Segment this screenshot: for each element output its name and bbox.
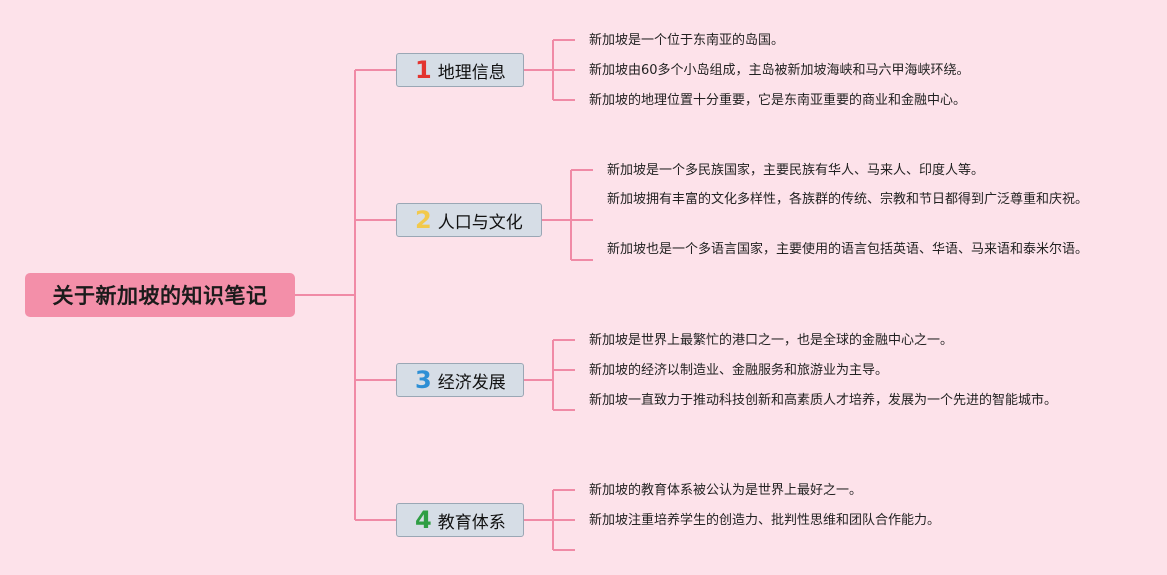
- leaf-node[interactable]: 新加坡是世界上最繁忙的港口之一，也是全球的金融中心之一。: [589, 333, 954, 348]
- leaf-node[interactable]: 新加坡由60多个小岛组成，主岛被新加坡海峡和马六甲海峡环绕。: [589, 63, 970, 78]
- topic-node-education[interactable]: 4 教育体系: [396, 503, 524, 537]
- leaf-node[interactable]: 新加坡一直致力于推动科技创新和高素质人才培养，发展为一个先进的智能城市。: [589, 393, 1058, 408]
- number-4-icon: 4: [415, 506, 432, 534]
- leaf-node[interactable]: 新加坡是一个位于东南亚的岛国。: [589, 33, 785, 48]
- leaf-node[interactable]: 新加坡拥有丰富的文化多样性，各族群的传统、宗教和节日都得到广泛尊重和庆祝。: [607, 192, 1089, 207]
- topic-label: 人口与文化: [437, 212, 523, 233]
- topic-node-geography[interactable]: 1 地理信息: [396, 53, 524, 87]
- root-title: 关于新加坡的知识笔记: [52, 284, 268, 308]
- topic-node-population-culture[interactable]: 2 人口与文化: [396, 203, 542, 237]
- leaf-node[interactable]: 新加坡也是一个多语言国家，主要使用的语言包括英语、华语、马来语和泰米尔语。: [607, 242, 1089, 257]
- topic-node-economy[interactable]: 3 经济发展: [396, 363, 524, 397]
- leaf-node[interactable]: 新加坡的经济以制造业、金融服务和旅游业为主导。: [589, 363, 889, 378]
- number-2-icon: 2: [415, 206, 432, 234]
- root-node[interactable]: 关于新加坡的知识笔记: [25, 273, 295, 317]
- number-1-icon: 1: [415, 56, 432, 84]
- leaf-node[interactable]: 新加坡是一个多民族国家，主要民族有华人、马来人、印度人等。: [607, 163, 985, 178]
- leaf-node[interactable]: 新加坡注重培养学生的创造力、批判性思维和团队合作能力。: [589, 513, 941, 528]
- topic-label: 教育体系: [437, 512, 506, 533]
- topic-label: 经济发展: [437, 372, 506, 393]
- leaf-node[interactable]: 新加坡的教育体系被公认为是世界上最好之一。: [589, 483, 863, 498]
- leaf-node[interactable]: 新加坡的地理位置十分重要，它是东南亚重要的商业和金融中心。: [589, 93, 967, 108]
- topic-label: 地理信息: [437, 62, 506, 83]
- number-3-icon: 3: [415, 366, 432, 394]
